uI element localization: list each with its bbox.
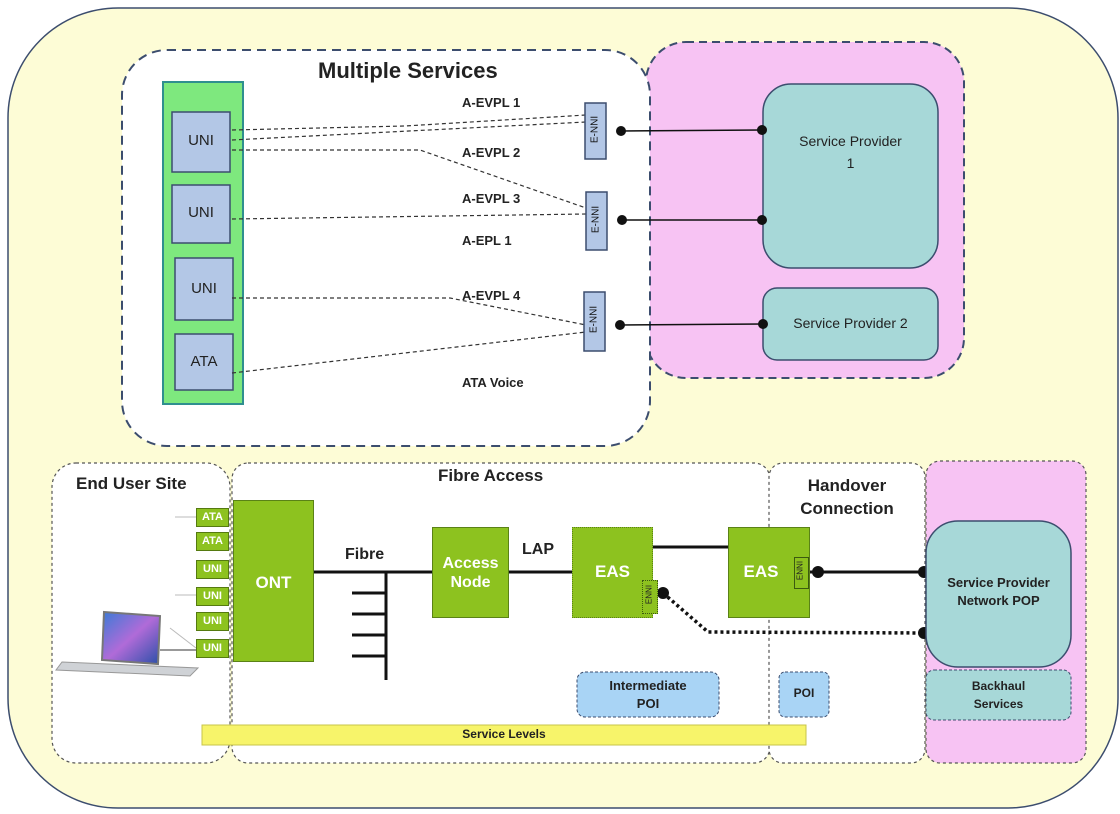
top-connectors bbox=[619, 129, 764, 326]
link-label-a-epl-1: A-EPL 1 bbox=[462, 233, 512, 248]
enni-box-3 bbox=[583, 291, 606, 352]
sp-network-pop-box bbox=[925, 520, 1072, 668]
handover-connection-title: Handover Connection bbox=[800, 476, 894, 518]
multiple-services-region bbox=[121, 49, 651, 447]
intermediate-poi-box bbox=[576, 671, 720, 718]
end-user-site-region bbox=[51, 462, 231, 764]
multiple-services-title: Multiple Services bbox=[318, 58, 498, 83]
lap-label: LAP bbox=[522, 541, 554, 558]
uni-box-1 bbox=[171, 111, 231, 173]
enni-label-2: E-NNI bbox=[590, 205, 602, 234]
service-links bbox=[231, 114, 587, 374]
service-provider-2-label: Service Provider 2 bbox=[793, 315, 908, 331]
link-label-a-evpl-1: A-EVPL 1 bbox=[462, 95, 521, 110]
eas-block-1: EAS bbox=[572, 527, 653, 618]
link-label-a-evpl-2: A-EVPL 2 bbox=[462, 145, 521, 160]
enni-small-label-2: ENNI bbox=[795, 560, 805, 581]
port-uni-4: UNI bbox=[196, 639, 229, 658]
enni-small-2 bbox=[794, 557, 809, 589]
ont-label: ONT bbox=[255, 573, 292, 592]
enni-label-1: E-NNI bbox=[589, 115, 601, 144]
ata-label: ATA bbox=[190, 353, 218, 370]
enni-small-label-1: ENNI bbox=[644, 584, 654, 605]
port-stubs bbox=[169, 516, 197, 649]
poi-label: POI bbox=[793, 686, 815, 700]
enni-box-1 bbox=[584, 102, 607, 160]
fibre-line bbox=[312, 545, 926, 680]
port-uni-3: UNI bbox=[196, 612, 229, 631]
enni-label-3: E-NNI bbox=[588, 305, 600, 334]
link-label-a-evpl-4: A-EVPL 4 bbox=[462, 288, 521, 303]
laptop-image bbox=[55, 610, 200, 677]
port-uni-1: UNI bbox=[196, 560, 229, 579]
uni-label-2: UNI bbox=[188, 204, 214, 221]
eas-label-1: EAS bbox=[595, 562, 630, 581]
enni-small-1 bbox=[642, 580, 658, 614]
fibre-access-title: Fibre Access bbox=[438, 466, 544, 485]
access-node-label: Access Node bbox=[442, 555, 499, 591]
eas-label-2: EAS bbox=[743, 562, 779, 581]
uni-box-3 bbox=[174, 257, 234, 321]
access-node-block: Access Node bbox=[432, 527, 509, 618]
top-connector-dots bbox=[615, 125, 768, 330]
service-levels-bar bbox=[201, 724, 807, 746]
backhaul-services-label: Backhaul Services bbox=[971, 679, 1026, 711]
sp-network-pop-label: Service Provider Network POP bbox=[947, 575, 1050, 608]
port-ata-2: ATA bbox=[196, 532, 229, 551]
service-provider-1-box bbox=[762, 83, 939, 269]
service-levels-label: Service Levels bbox=[462, 727, 546, 741]
enni-box-2 bbox=[585, 191, 608, 251]
port-ata-1: ATA bbox=[196, 508, 229, 527]
end-user-site-title: End User Site bbox=[76, 474, 187, 493]
link-label-a-evpl-3: A-EVPL 3 bbox=[462, 191, 521, 206]
intermediate-poi-label: Intermediate POI bbox=[609, 678, 687, 711]
uni-box-2 bbox=[171, 184, 231, 244]
ont-block: ONT bbox=[233, 500, 314, 662]
backhaul-services-box bbox=[925, 669, 1072, 721]
ata-box bbox=[174, 333, 234, 391]
service-provider-1-label: Service Provider 1 bbox=[799, 133, 902, 171]
fibre-label: Fibre bbox=[345, 546, 385, 563]
uni-label-3: UNI bbox=[191, 280, 217, 297]
link-label-ata-voice: ATA Voice bbox=[462, 375, 524, 390]
poi-box bbox=[778, 671, 830, 718]
port-uni-2: UNI bbox=[196, 587, 229, 606]
uni-label-1: UNI bbox=[188, 132, 214, 149]
dotted-backhaul-link bbox=[661, 591, 925, 635]
